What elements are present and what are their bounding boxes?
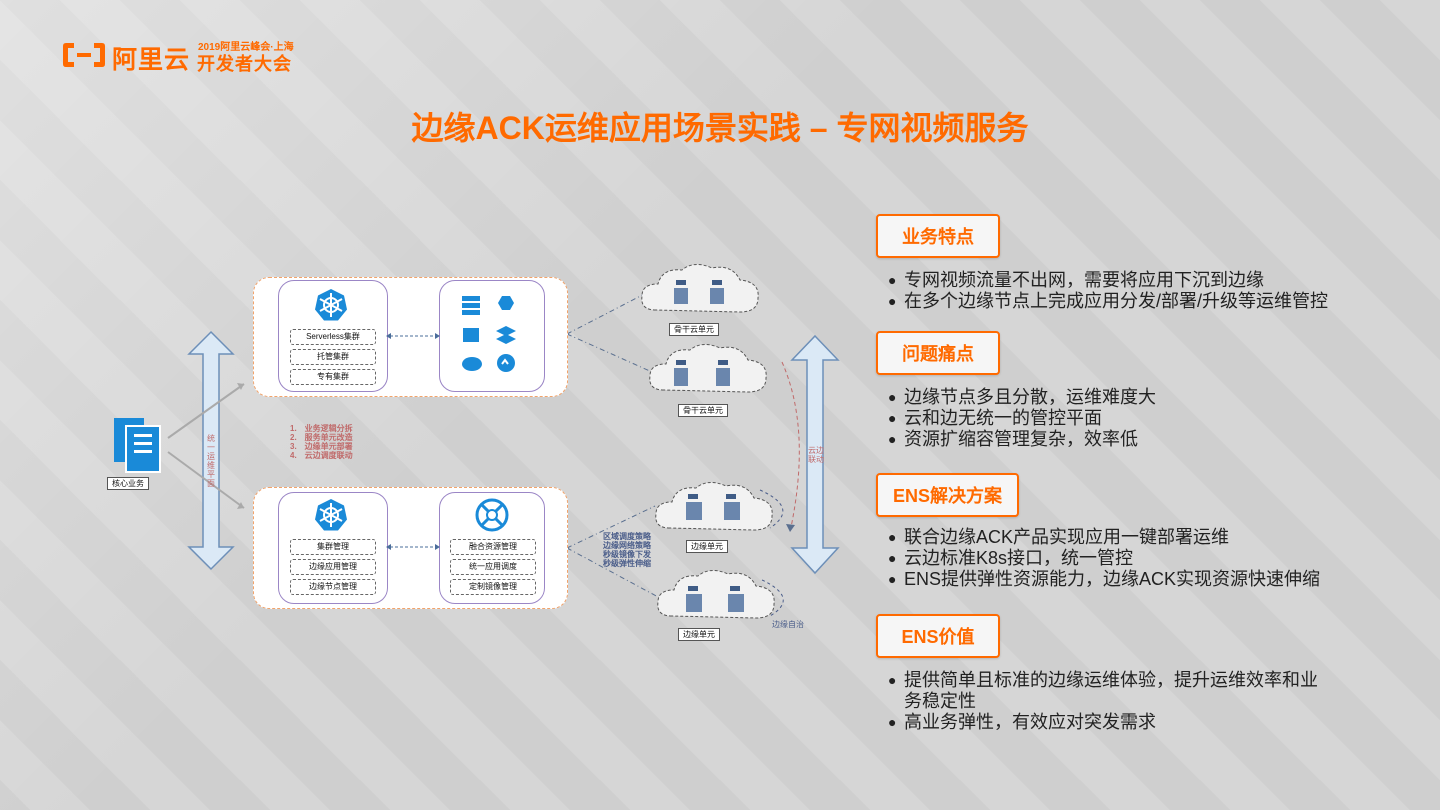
list-item: 云和边无统一的管控平面	[888, 408, 1156, 429]
edge-cloud-1	[655, 482, 773, 531]
list-item: 边缘节点多且分散，运维难度大	[888, 387, 1156, 408]
list-item: ENS提供弹性资源能力，边缘ACK实现资源快速伸缩	[888, 569, 1320, 590]
left-double-arrow	[187, 330, 235, 571]
image-management-pill: 定制镜像管理	[450, 579, 536, 595]
unified-ops-label: 统一运维平面	[207, 434, 215, 488]
edge-autonomy-label: 边缘自治	[772, 620, 804, 629]
top-cloud-links	[566, 289, 661, 599]
bidirectional-link-icon	[386, 333, 440, 339]
kubernetes-icon	[315, 499, 347, 531]
backbone-unit-label: 骨干云单元	[678, 404, 728, 417]
ens-value-list: 提供简单且标准的边缘运维体验，提升运维效率和业务稳定性 高业务弹性，有效应对突发…	[888, 670, 1328, 733]
core-business-label: 核心业务	[107, 477, 149, 490]
section-ens-solution: ENS解决方案	[876, 473, 1019, 517]
layers-icon	[496, 326, 516, 336]
cluster-management-pill: 集群管理	[290, 539, 376, 555]
list-item: 云边标准K8s接口，统一管控	[888, 548, 1320, 569]
box-icon	[463, 328, 479, 342]
right-double-arrow	[790, 334, 840, 575]
list-item: 联合边缘ACK产品实现应用一键部署运维	[888, 527, 1320, 548]
policy-list: 区域调度策略 边缘网络策略 秒级镜像下发 秒级弹性伸缩	[603, 532, 651, 568]
conference-title: 开发者大会	[197, 54, 292, 74]
diagram-connectors	[167, 289, 840, 617]
edge-cloud-2	[657, 570, 775, 619]
resource-management-pill: 融合资源管理	[450, 539, 536, 555]
list-item: 高业务弹性，有效应对突发需求	[888, 712, 1328, 733]
cloud-service-icons	[462, 296, 516, 372]
business-features-list: 专网视频流量不出网，需要将应用下沉到边缘 在多个边缘节点上完成应用分发/部署/升…	[888, 270, 1328, 312]
edge-unit-label: 边缘单元	[686, 540, 728, 553]
backbone-cloud-2	[649, 344, 767, 393]
section-ens-value: ENS价值	[876, 614, 1000, 658]
logo-text: 阿里云	[112, 46, 191, 74]
hexagon-icon	[498, 296, 514, 310]
edge-unit-label: 边缘单元	[678, 628, 720, 641]
core-business-icon	[114, 418, 161, 473]
dedicated-cluster-pill: 专有集群	[290, 369, 376, 385]
edge-app-management-pill: 边缘应用管理	[290, 559, 376, 575]
backbone-cloud-1	[641, 264, 759, 313]
managed-cluster-pill: 托管集群	[290, 349, 376, 365]
server-icon	[462, 296, 480, 301]
conference-subtitle: 2019阿里云峰会·上海	[198, 42, 294, 53]
list-item: 专网视频流量不出网，需要将应用下沉到边缘	[888, 270, 1328, 291]
backbone-unit-label: 骨干云单元	[669, 323, 719, 336]
list-item: 资源扩缩容管理复杂，效率低	[888, 429, 1156, 450]
list-item: 提供简单且标准的边缘运维体验，提升运维效率和业务稳定性	[888, 670, 1328, 712]
edge-node-management-pill: 边缘节点管理	[290, 579, 376, 595]
bidirectional-link-icon	[386, 544, 440, 550]
ens-logo-icon	[475, 498, 509, 532]
cloud-sync-icon	[497, 354, 515, 372]
list-item: 在多个边缘节点上完成应用分发/部署/升级等运维管控	[888, 291, 1328, 312]
cloud-db-icon	[462, 357, 482, 371]
app-scheduling-pill: 统一应用调度	[450, 559, 536, 575]
section-pain-points: 问题痛点	[876, 331, 1000, 375]
serverless-cluster-pill: Serverless集群	[290, 329, 376, 345]
cloud-edge-link-label: 云边联动	[808, 446, 824, 464]
cloud-services-card	[439, 280, 545, 392]
ens-solution-list: 联合边缘ACK产品实现应用一键部署运维 云边标准K8s接口，统一管控 ENS提供…	[888, 527, 1320, 590]
page-title: 边缘ACK运维应用场景实践 – 专网视频服务	[411, 110, 1029, 146]
steps-list: 1. 业务逻辑分拆 2. 服务单元改造 3. 边缘单元部署 4. 云边调度联动	[290, 424, 353, 460]
pain-points-list: 边缘节点多且分散，运维难度大 云和边无统一的管控平面 资源扩缩容管理复杂，效率低	[888, 387, 1156, 450]
core-to-panels-arrows	[167, 383, 245, 509]
kubernetes-icon	[315, 289, 347, 321]
section-business-features: 业务特点	[876, 214, 1000, 258]
aliyun-logo-icon	[63, 43, 105, 67]
